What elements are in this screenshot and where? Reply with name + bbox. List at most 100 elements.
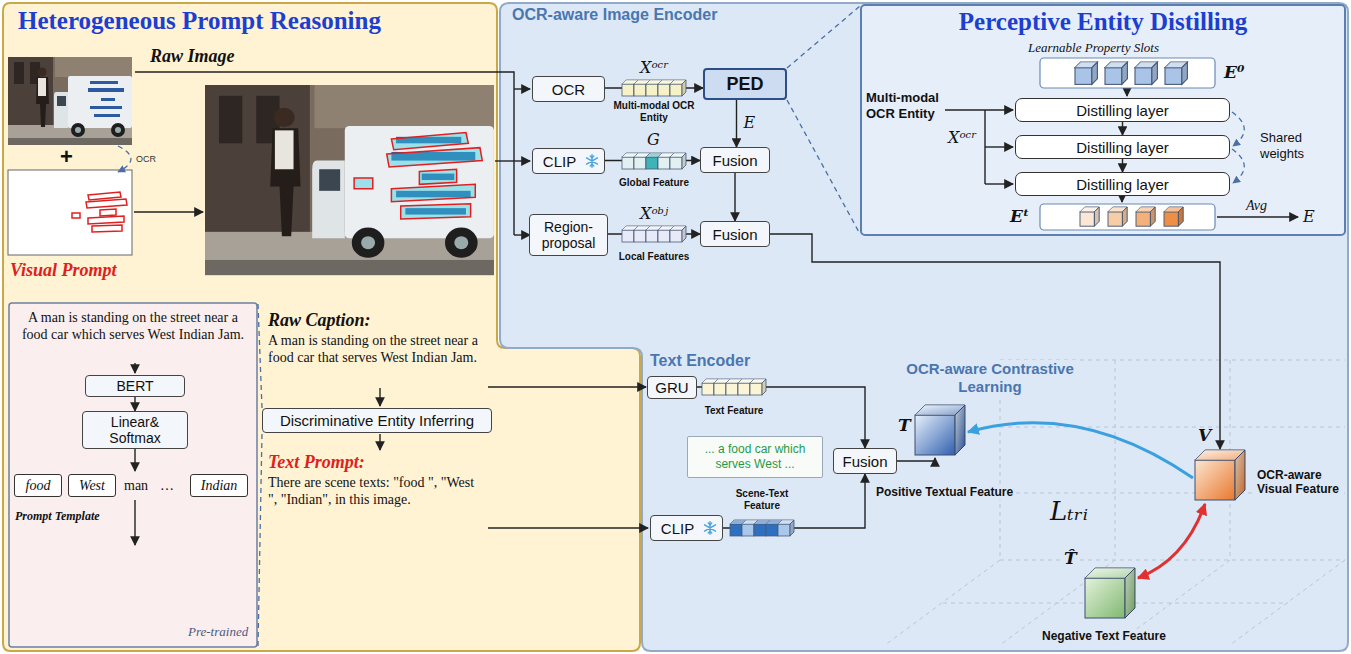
box-text: CLIP bbox=[543, 153, 576, 170]
feature-label: OCR-aware Visual Feature bbox=[1255, 468, 1343, 496]
process-box: Discriminative Entity Inferring bbox=[262, 408, 492, 433]
process-box: OCR bbox=[532, 76, 605, 102]
prompt-label: Visual Prompt bbox=[10, 260, 117, 281]
text-holder: Pre-trained bbox=[188, 622, 248, 640]
feature-label: Negative Text Feature bbox=[1040, 629, 1168, 643]
snowflake-symbol bbox=[585, 154, 599, 168]
heading-text: Heterogeneous Prompt Reasoning bbox=[18, 7, 381, 35]
symbol-label: Eᵗ bbox=[1010, 206, 1029, 226]
box-text: PED bbox=[726, 74, 763, 95]
snowflake-symbol bbox=[703, 521, 717, 535]
module-box: PED bbox=[703, 68, 787, 100]
symbol-label: T̂ bbox=[1062, 548, 1079, 568]
feature-label: Negative Text Feature bbox=[1040, 626, 1168, 644]
symbol-label: V bbox=[1198, 425, 1211, 445]
layer-box: Distilling layer bbox=[1015, 172, 1230, 196]
box-text: Distilling layer bbox=[1076, 102, 1169, 119]
symbol-label: Xᵒᵇʲ bbox=[640, 204, 668, 223]
symbol-label: E bbox=[1303, 207, 1315, 226]
slot-label: Learnable Property Slots bbox=[1028, 40, 1159, 56]
template-label: Prompt Template bbox=[15, 509, 100, 524]
connector-arrow bbox=[605, 160, 700, 161]
loss-label: Lₜᵣᵢ bbox=[1048, 496, 1090, 526]
symbol-label: Xᵒᵇʲ bbox=[640, 204, 668, 223]
feature-label: Multi-modal OCR Entity bbox=[612, 100, 696, 125]
box-text: Indian bbox=[201, 478, 238, 494]
template-label: Prompt Template bbox=[15, 506, 100, 524]
prompt-text: There are scene texts: "food ", "West ",… bbox=[268, 474, 483, 508]
symbol-label: E⁰ bbox=[1224, 62, 1244, 82]
input-label: Multi-modal OCR Entity bbox=[866, 90, 956, 122]
symbol-label: Xᵒᶜʳ bbox=[640, 58, 669, 77]
section-label: OCR-aware Contrastive Learning bbox=[900, 360, 1080, 396]
prompt-label: Text Prompt: bbox=[268, 452, 365, 473]
note-label: Shared weights bbox=[1260, 130, 1330, 162]
feature-label: Positive Textual Feature bbox=[874, 482, 1015, 500]
heading-text: A man is standing on the street near a f… bbox=[16, 309, 250, 343]
arrow-label: OCR bbox=[136, 148, 156, 166]
slot-label: Learnable Property Slots bbox=[1028, 38, 1159, 56]
feature-label: Global Feature bbox=[612, 172, 696, 190]
symbol-label: Xᵒᶜʳ bbox=[948, 128, 977, 147]
input-label: Raw Caption: bbox=[268, 310, 371, 331]
box-text: Region-proposal bbox=[534, 219, 603, 251]
box-text: food bbox=[26, 478, 51, 494]
text-holder: Heterogeneous Prompt Reasoning bbox=[18, 7, 381, 35]
token-text: man bbox=[124, 478, 148, 494]
text-holder: Perceptive Entity Distilling bbox=[860, 8, 1346, 36]
token-text: … bbox=[160, 478, 174, 494]
connector-arrow bbox=[734, 173, 735, 221]
feature-label: Scene-Text Feature bbox=[722, 488, 802, 512]
layer-box: Linear& Softmax bbox=[82, 411, 188, 449]
symbol-label: G bbox=[647, 130, 660, 149]
operation-label: Avg bbox=[1246, 196, 1267, 214]
frozen-encoder-box: CLIP bbox=[532, 148, 605, 174]
feature-label: Text Feature bbox=[696, 400, 772, 418]
feature-label: OCR-aware Visual Feature bbox=[1255, 468, 1343, 497]
plus-sign: + bbox=[60, 146, 73, 168]
process-box: Region-proposal bbox=[529, 214, 608, 256]
edge-label: E bbox=[742, 113, 758, 132]
loss-label: Lₜᵣᵢ bbox=[1048, 496, 1090, 526]
operation-label: Avg bbox=[1246, 198, 1267, 214]
input-label: Raw Image bbox=[150, 46, 235, 67]
feature-label: Positive Textual Feature bbox=[874, 485, 1015, 499]
token-text: … bbox=[160, 476, 174, 494]
symbol-label: E⁰ bbox=[1224, 62, 1244, 82]
box-text: Fusion bbox=[712, 226, 757, 243]
layer-box: Distilling layer bbox=[1015, 135, 1230, 159]
box-text: Fusion bbox=[842, 453, 887, 470]
box-text: West bbox=[79, 478, 105, 494]
prompt-label: Visual Prompt bbox=[10, 260, 117, 281]
box-text: Fusion bbox=[712, 152, 757, 169]
text-holder: Text Encoder bbox=[650, 352, 750, 370]
box-text: BERT bbox=[116, 378, 153, 394]
feature-label: Global Feature bbox=[619, 177, 689, 189]
connector-arrow bbox=[605, 87, 703, 88]
note-label: Shared weights bbox=[1260, 130, 1330, 162]
input-label: Multi-modal OCR Entity bbox=[866, 90, 956, 122]
token-box: food bbox=[14, 474, 62, 497]
box-text: CLIP bbox=[661, 520, 694, 537]
symbol-label: E bbox=[1303, 207, 1315, 226]
feature-label: Multi-modal OCR Entity bbox=[612, 100, 696, 124]
model-box: BERT bbox=[85, 375, 185, 397]
symbol-label: Eᵗ bbox=[1010, 206, 1029, 226]
feature-label: Local Features bbox=[619, 251, 690, 263]
symbol-label: T bbox=[898, 415, 911, 435]
snowflake-symbol bbox=[587, 155, 598, 168]
panel-shape bbox=[9, 303, 257, 647]
symbol-label: T bbox=[898, 415, 911, 435]
symbol-label: T̂ bbox=[1062, 548, 1079, 568]
feature-label: Text Feature bbox=[705, 405, 764, 417]
pretrained-box: A man is standing on the street near a f… bbox=[8, 302, 258, 648]
encoder-box: GRU bbox=[647, 376, 697, 399]
box-text: ... a food car which serves West ... bbox=[692, 442, 818, 472]
fusion-box: Fusion bbox=[700, 147, 770, 173]
text-holder: OCR-aware Image Encoder bbox=[512, 6, 717, 24]
symbol-label: Xᵒᶜʳ bbox=[948, 128, 977, 147]
caption-text: A man is standing on the street near a f… bbox=[268, 332, 483, 366]
heading-text: Perceptive Entity Distilling bbox=[959, 8, 1247, 36]
prompt-label: Text Prompt: bbox=[268, 452, 365, 473]
edge-label: E bbox=[742, 113, 758, 132]
